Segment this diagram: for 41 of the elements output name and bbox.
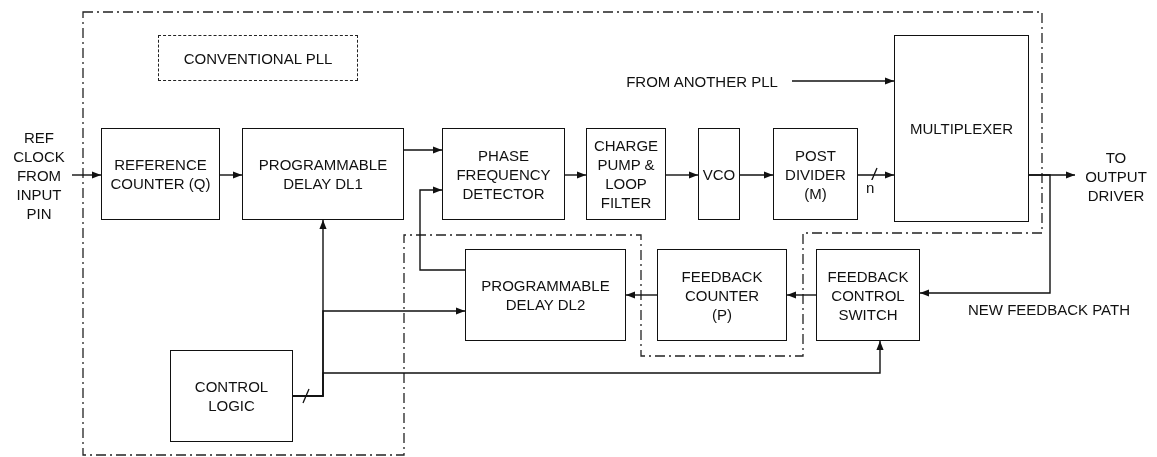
detector-box: [442, 128, 565, 220]
box-label: VCO: [702, 164, 736, 184]
box-label: PROGRAMMABLE DELAY DL1: [258, 155, 388, 193]
edge-label: n: [864, 180, 877, 196]
arrow: [219, 171, 243, 179]
counter-box: [101, 128, 220, 220]
switch-box: [816, 249, 920, 341]
arrow: [292, 340, 884, 397]
filter-box: [586, 128, 666, 220]
box-label: FEEDBACK COUNTER (P): [681, 266, 763, 324]
delay-box: [465, 249, 626, 341]
arrow: [625, 291, 658, 299]
box-label: CONTROL LOGIC: [193, 377, 270, 415]
arrow: [791, 77, 895, 85]
region-label-box: [158, 35, 358, 81]
oscillator-box: [698, 128, 740, 220]
signal-label: TO OUTPUT DRIVER: [1084, 147, 1148, 205]
arrow: [71, 171, 102, 179]
arrow: [739, 171, 774, 179]
signal-label: FROM ANOTHER PLL: [626, 71, 778, 91]
delay-box: [242, 128, 404, 220]
box-label: PHASE FREQUENCY DETECTOR: [455, 145, 552, 203]
box-label: MULTIPLEXER: [909, 119, 1014, 138]
arrow: [786, 291, 817, 299]
signal-label: REF CLOCK FROM INPUT PIN: [12, 127, 66, 223]
logic-box: [170, 350, 293, 442]
arrow: [419, 186, 466, 271]
box-label: POST DIVIDER (M): [784, 145, 847, 203]
box-label: PROGRAMMABLE DELAY DL2: [481, 276, 610, 314]
edge-label: NEW FEEDBACK PATH: [966, 302, 1132, 318]
arrow: [665, 171, 699, 179]
arrow: [403, 146, 443, 154]
box-label: FEEDBACK CONTROL SWITCH: [826, 266, 910, 324]
arrow: [919, 174, 1051, 297]
box-label: REFERENCE COUNTER (Q): [109, 155, 212, 193]
arrow: [564, 171, 587, 179]
arrow: [857, 171, 895, 179]
box-label: CONVENTIONAL PLL: [183, 48, 333, 68]
box-label: CHARGE PUMP & LOOP FILTER: [592, 136, 660, 212]
counter-box: [657, 249, 787, 341]
multiplexer-box: [894, 35, 1029, 222]
